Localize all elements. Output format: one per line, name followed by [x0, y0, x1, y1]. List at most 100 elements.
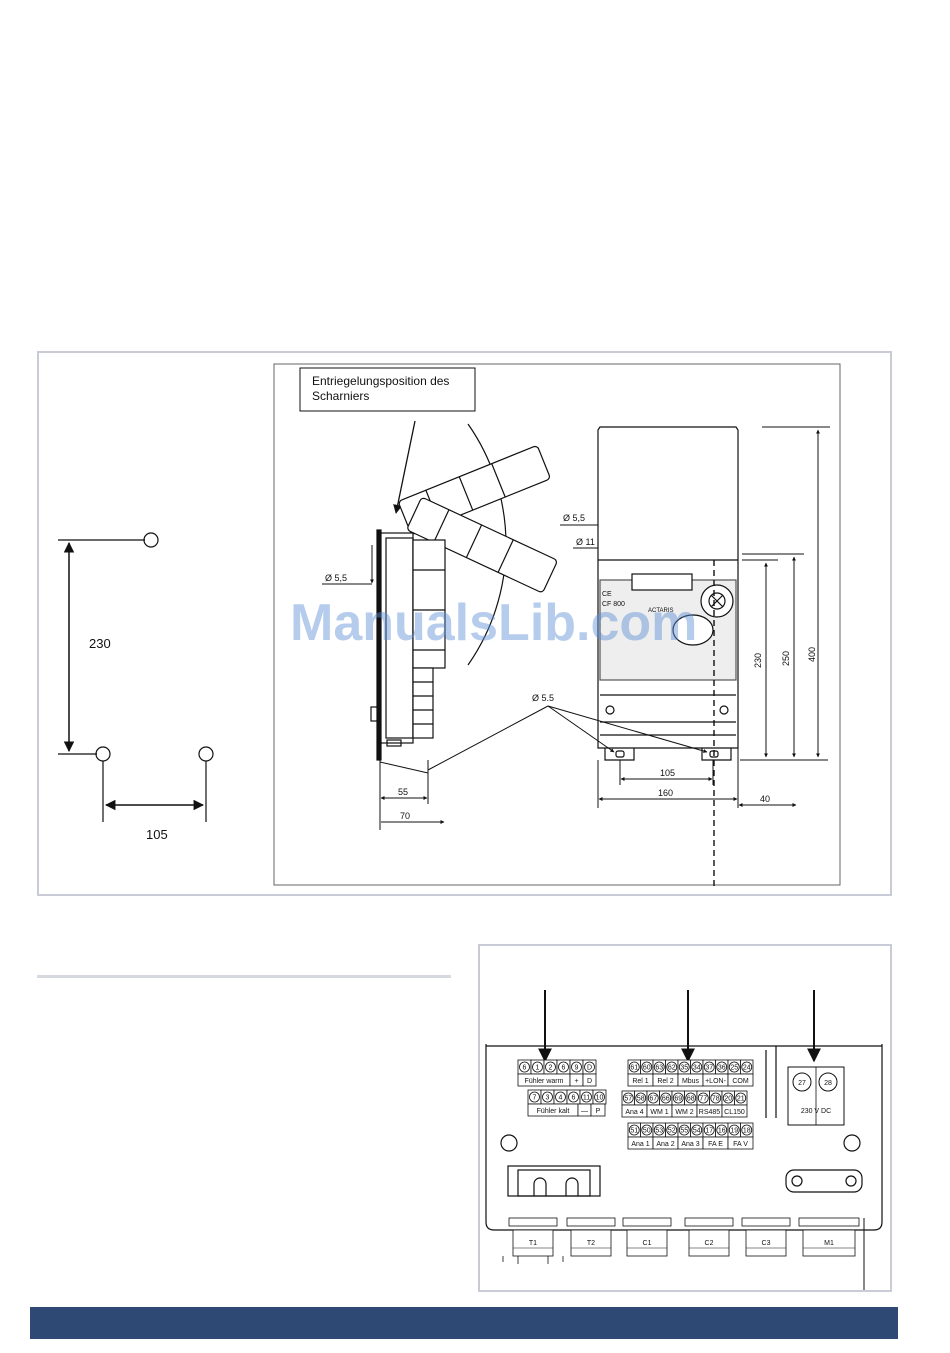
left-row1-terminal-number: 1 — [536, 1065, 540, 1072]
cable-gland-body — [688, 1229, 730, 1257]
mid-row1-terminal-screw — [716, 1061, 728, 1073]
mounting-hole-top — [143, 532, 159, 548]
left-row2-terminal-screw — [581, 1091, 592, 1103]
dim-105-front: 105 — [660, 768, 675, 778]
mid-row2-terminal-screw — [647, 1092, 659, 1104]
front-vertical-dims — [740, 426, 830, 761]
footer-bar — [30, 1307, 898, 1339]
mid-row3-label-text: Ana 2 — [656, 1141, 674, 1148]
mid-row1-terminal-screw — [678, 1061, 690, 1073]
mounting-hole-bottom-left — [95, 746, 111, 762]
mid-row1-label-box — [727, 1073, 754, 1087]
mid-row2-label-text: RS485 — [699, 1109, 721, 1116]
mid-row3-terminal-number: 50 — [643, 1128, 651, 1135]
left-row2-terminal-screw — [594, 1091, 605, 1103]
left-row2-terminal-number: 4 — [559, 1095, 563, 1102]
mid-row2-terminal-number: 77 — [699, 1096, 707, 1103]
cable-gland-nut — [798, 1217, 860, 1227]
left-row2-terminal-screw — [542, 1091, 553, 1103]
power-label: 230 V DC — [801, 1108, 831, 1115]
mid-row2-label-box — [721, 1104, 748, 1118]
mid-row3-terminal-number: 16 — [718, 1128, 726, 1135]
cable-gland-label: M1 — [824, 1240, 834, 1247]
left-row1-terminal-number: 6 — [562, 1065, 566, 1072]
mid-row1-label-text: COM — [732, 1078, 749, 1085]
mid-row1-terminal-screw — [703, 1061, 715, 1073]
mid-row1-terminal-screw — [653, 1061, 665, 1073]
device-brand: ACTARIS — [648, 608, 674, 614]
left-row2-terminal-screw — [529, 1091, 540, 1103]
mid-row1-terminal-number: 25 — [730, 1065, 738, 1072]
mid-row2-terminal-number: 69 — [674, 1096, 682, 1103]
mid-row2-terminal-number: 66 — [662, 1096, 670, 1103]
cable-gland-body — [745, 1229, 787, 1257]
dim-70: 70 — [400, 811, 410, 821]
left-row1-terminal-screw — [558, 1061, 569, 1073]
cable-gland-label: C1 — [643, 1240, 652, 1247]
mid-row1-terminal-screw — [728, 1061, 740, 1073]
dim-105-left: 105 — [146, 827, 168, 842]
mid-row3-terminal-number: 51 — [630, 1128, 638, 1135]
left-row2-terminal-number: 6 — [572, 1095, 576, 1102]
mid-row1-label-text: Rel 2 — [657, 1078, 673, 1085]
left-row2-label-text: P — [596, 1108, 601, 1115]
left-row1-terminal-number: 2 — [549, 1065, 553, 1072]
left-row2-terminal-number: 3 — [546, 1095, 550, 1102]
mid-row3-label-text: FA V — [733, 1141, 748, 1148]
mid-row1-terminal-number: 35 — [680, 1065, 688, 1072]
device-model: CF 800 — [602, 601, 625, 608]
watermark: ManualsLib.com — [290, 594, 697, 652]
mid-row2-terminal-number: 58 — [637, 1096, 645, 1103]
power-terminal — [792, 1072, 812, 1092]
mid-row3-terminal-screw — [716, 1124, 728, 1136]
left-row1-terminal-screw — [571, 1061, 582, 1073]
cable-gland-body — [570, 1229, 612, 1257]
left-row1-terminal-number: D — [587, 1065, 592, 1072]
mid-row3-terminal-screw — [691, 1124, 703, 1136]
mid-row3-terminal-number: 55 — [680, 1128, 688, 1135]
hinge-pointer-arrow — [393, 420, 416, 514]
mid-row1-label-text: Mbus — [682, 1078, 700, 1085]
left-row1-label-text: D — [587, 1078, 592, 1085]
left-row1-label-box — [582, 1073, 597, 1087]
mounting-hole-bottom-right — [198, 746, 214, 762]
mid-row3-terminal-number: 52 — [668, 1128, 676, 1135]
mid-row1-terminal-screw — [666, 1061, 678, 1073]
mid-row2-terminal-number: 20 — [724, 1096, 732, 1103]
mid-row3-label-text: Ana 1 — [631, 1141, 649, 1148]
mounting-hole-diagram — [58, 532, 214, 822]
cable-gland-nut — [566, 1217, 616, 1227]
power-terminal-number: 27 — [798, 1080, 806, 1087]
mid-row2-terminal-screw — [697, 1092, 709, 1104]
mid-row1-label-text: Rel 1 — [632, 1078, 648, 1085]
mid-row2-terminal-number: 21 — [737, 1096, 745, 1103]
front-hole-small: Ø 5,5 — [563, 513, 585, 523]
mid-row3-terminal-number: 53 — [655, 1128, 663, 1135]
cable-gland-label: T1 — [529, 1240, 537, 1247]
mid-row1-terminal-number: 62 — [668, 1065, 676, 1072]
mid-row2-terminal-number: 68 — [687, 1096, 695, 1103]
dim-230-left: 230 — [89, 636, 111, 651]
mid-row3-terminal-number: 17 — [705, 1128, 713, 1135]
mid-row2-terminal-number: 57 — [624, 1096, 632, 1103]
device-ce-mark: CE — [602, 591, 612, 598]
cable-gland-nut — [684, 1217, 734, 1227]
dimension-drawing-frame — [37, 351, 892, 896]
dim-230-front: 230 — [753, 653, 763, 668]
mid-row2-terminal-screw — [735, 1092, 747, 1104]
mid-row3-terminal-number: 18 — [743, 1128, 751, 1135]
cable-gland-body — [802, 1229, 856, 1257]
mid-row3-label-text: Ana 3 — [681, 1141, 699, 1148]
left-row2-terminal-number: 10 — [596, 1095, 604, 1102]
left-row1-label-text: Fühler warm — [525, 1078, 564, 1085]
cable-gland-body — [626, 1229, 668, 1257]
mid-row3-terminal-number: 19 — [730, 1128, 738, 1135]
mid-row3-terminal-number: 54 — [693, 1128, 701, 1135]
left-row2-terminal-number: 7 — [533, 1095, 537, 1102]
hinge-label-line2: Scharniers — [312, 389, 369, 403]
left-row1-terminal-screw — [519, 1061, 530, 1073]
mid-row3-label-text: FA E — [708, 1141, 723, 1148]
side-view — [370, 423, 557, 761]
power-terminal — [818, 1072, 838, 1092]
